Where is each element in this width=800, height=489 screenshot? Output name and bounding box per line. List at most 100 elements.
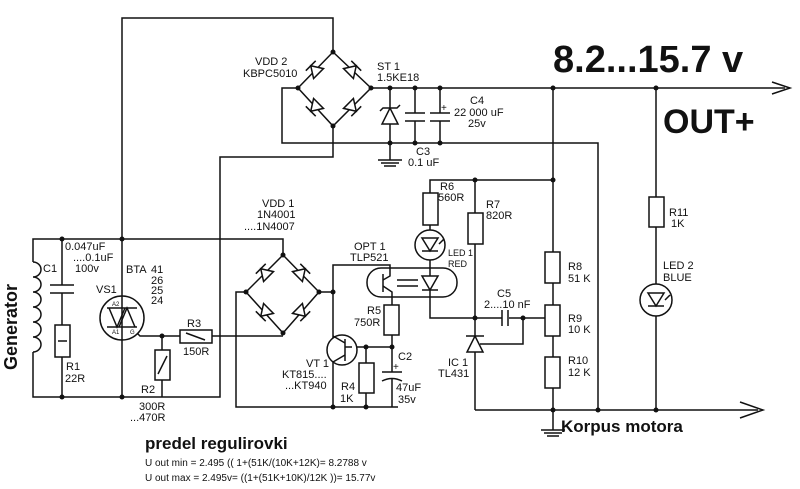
- r6-value: 560R: [438, 192, 464, 204]
- capacitor-c5: [501, 310, 509, 326]
- opt1-label: OPT 1: [354, 241, 386, 253]
- led2-blue: [639, 283, 673, 317]
- ic1-value: TL431: [438, 368, 469, 380]
- vt1-value: KT815....: [282, 369, 327, 381]
- c1-value-range: ....0.1uF: [73, 252, 114, 264]
- tvs-diode-st1: [379, 104, 401, 125]
- led1-red: [414, 229, 446, 261]
- resistor-r5: [383, 304, 400, 336]
- bridge-vdd1-diodes: [255, 263, 311, 322]
- r4-label: R4: [341, 381, 355, 393]
- c5-value: 2....10 nF: [484, 299, 531, 311]
- capacitor-c2: +: [381, 362, 403, 382]
- r3-label: R3: [187, 318, 201, 330]
- output-voltage-range: 8.2...15.7 v: [553, 39, 743, 81]
- r5-label: R5: [367, 305, 381, 317]
- r1-value: 22R: [65, 373, 85, 385]
- resistor-r8: [544, 251, 561, 284]
- notes-umax-formula: U out max = 2.495v= ((1+(51K+10K)/12K ))…: [145, 473, 375, 484]
- r2-value-range: ...470R: [130, 412, 166, 424]
- svg-text:+: +: [441, 103, 447, 114]
- ic1-label: IC 1: [448, 357, 468, 369]
- triac-pin-a1: A1: [112, 330, 120, 336]
- r2-value: 300R: [139, 401, 165, 413]
- transistor-vt1: [326, 334, 358, 366]
- generator-coil: [26, 261, 42, 353]
- c4-voltage: 25v: [468, 118, 486, 130]
- r4-value: 1K: [340, 393, 354, 405]
- c2-label: C2: [398, 351, 412, 363]
- c1-label: C1: [43, 263, 57, 275]
- vs1-type: BTA: [126, 264, 147, 276]
- r9-label: R9: [568, 313, 582, 325]
- notes-title: predel regulirovki: [145, 434, 288, 453]
- c1-value: 0.047uF: [65, 241, 106, 253]
- vdd2-value: KBPC5010: [243, 68, 297, 80]
- resistor-r6: [422, 192, 439, 226]
- r10-label: R10: [568, 355, 588, 367]
- vdd1-value: 1N4001: [257, 209, 296, 221]
- resistor-r11: [648, 196, 665, 228]
- r5-value: 750R: [354, 317, 380, 329]
- c2-value: 47uF: [396, 382, 421, 394]
- optocoupler-opt1: [366, 267, 458, 298]
- vdd1-value-range: ....1N4007: [244, 221, 295, 233]
- c4-value: 22 000 uF: [454, 107, 504, 119]
- vt1-label: VT 1: [306, 358, 329, 370]
- vs1-variant: 25: [151, 285, 163, 297]
- ground-icon: [541, 429, 565, 437]
- junction-dots: [59, 49, 659, 413]
- r1-label: R1: [66, 361, 80, 373]
- labels: C1 0.047uF ....0.1uF 100v R1 22R BTA 41 …: [43, 39, 755, 484]
- opt1-value: TLP521: [350, 252, 389, 264]
- vs1-label: VS1: [96, 284, 117, 296]
- c5-label: C5: [497, 288, 511, 300]
- r6-label: R6: [440, 181, 454, 193]
- c4-label: C4: [470, 95, 484, 107]
- svg-text:+: +: [393, 362, 399, 373]
- c2-voltage: 35v: [398, 394, 416, 406]
- vdd2-label: VDD 2: [255, 56, 287, 68]
- led1-color: RED: [448, 259, 468, 269]
- led2-label: LED 2: [663, 260, 694, 272]
- st1-value: 1.5KE18: [377, 72, 419, 84]
- triac-pin-g: G: [130, 330, 135, 336]
- r11-label: R11: [669, 207, 688, 219]
- capacitor-c1: [50, 284, 74, 294]
- bridge-vdd2-diodes: [305, 60, 362, 117]
- ground-icon: [378, 159, 402, 167]
- r2-label: R2: [141, 384, 155, 396]
- output-terminal-label: OUT+: [663, 103, 755, 141]
- r9-value: 10 K: [568, 324, 591, 336]
- resistor-r7: [467, 212, 484, 245]
- vs1-variant: 41: [151, 264, 163, 276]
- led1-label: LED 1: [448, 248, 473, 258]
- r8-value: 51 K: [568, 273, 591, 285]
- st1-label: ST 1: [377, 61, 400, 73]
- triac-vs1: [99, 295, 145, 341]
- r7-label: R7: [486, 199, 500, 211]
- vdd1-label: VDD 1: [262, 198, 294, 210]
- notes-umin-formula: U out min = 2.495 (( 1+(51K/(10K+12K)= 8…: [145, 458, 367, 469]
- vt1-value-range: ...KT940: [285, 380, 327, 392]
- vs1-variant: 24: [151, 295, 163, 307]
- c3-label: C3: [416, 146, 430, 158]
- capacitor-c4: +: [430, 103, 450, 122]
- c1-voltage: 100v: [75, 263, 99, 275]
- capacitor-c3: [405, 112, 425, 122]
- resistor-r4: [358, 362, 375, 394]
- vs1-variant: 26: [151, 275, 163, 287]
- r10-value: 12 K: [568, 367, 591, 379]
- led2-color: BLUE: [663, 272, 692, 284]
- potentiometer-r9: [544, 304, 561, 337]
- r8-label: R8: [568, 261, 582, 273]
- shunt-regulator-ic1: [465, 334, 485, 353]
- ground-label: Korpus motora: [561, 417, 683, 436]
- c3-value: 0.1 uF: [408, 157, 439, 169]
- r7-value: 820R: [486, 210, 512, 222]
- r3-value: 150R: [183, 346, 209, 358]
- triac-pin-a2: A2: [112, 302, 120, 308]
- generator-label: Generator: [1, 284, 21, 370]
